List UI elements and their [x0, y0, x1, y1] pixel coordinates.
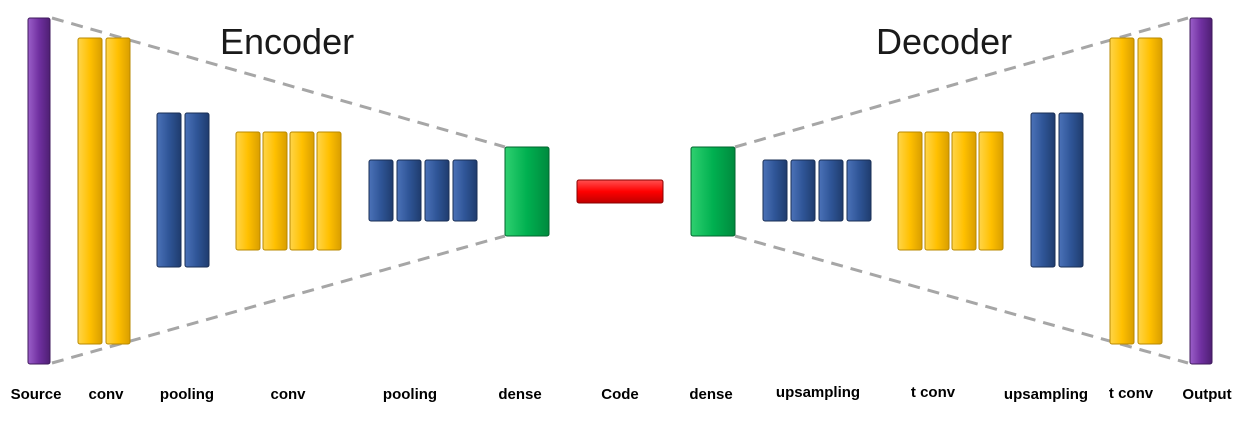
- label-upsampling-2: upsampling: [1004, 386, 1088, 403]
- decoder-title: Decoder: [876, 21, 1012, 62]
- label-code: Code: [601, 386, 639, 403]
- tconv-block-1: [897, 131, 1004, 251]
- conv-bar: [289, 131, 315, 251]
- pooling-block-1: [156, 112, 210, 268]
- upsampling-block-1: [762, 159, 872, 222]
- tconv-bar: [1109, 37, 1135, 345]
- conv-bar: [316, 131, 342, 251]
- upsampling-bar: [1058, 112, 1084, 268]
- dense-block-2: [690, 146, 736, 237]
- label-upsampling-1: upsampling: [776, 384, 860, 401]
- tconv-block-2: [1109, 37, 1163, 345]
- dense-block-1: [504, 146, 550, 237]
- tconv-bar: [924, 131, 950, 251]
- pooling-bar: [156, 112, 182, 268]
- upsampling-bar: [818, 159, 844, 222]
- upsampling-bar: [1030, 112, 1056, 268]
- label-tconv-1: t conv: [911, 384, 956, 401]
- tconv-bar: [897, 131, 923, 251]
- upsampling-block-2: [1030, 112, 1084, 268]
- conv-bar: [105, 37, 131, 345]
- pooling-bar: [368, 159, 394, 222]
- upsampling-bar: [790, 159, 816, 222]
- label-conv-2: conv: [270, 386, 306, 403]
- label-dense-1: dense: [498, 386, 541, 403]
- label-output: Output: [1182, 386, 1231, 403]
- label-tconv-2: t conv: [1109, 385, 1154, 402]
- label-pooling-1: pooling: [160, 386, 214, 403]
- conv-bar: [77, 37, 103, 345]
- tconv-bar: [978, 131, 1004, 251]
- upsampling-bar: [846, 159, 872, 222]
- label-conv-1: conv: [88, 386, 124, 403]
- encoder-title: Encoder: [220, 21, 354, 62]
- conv-block-2: [235, 131, 342, 251]
- pooling-bar: [396, 159, 422, 222]
- conv-bar: [235, 131, 261, 251]
- code-block: [576, 179, 664, 204]
- label-pooling-2: pooling: [383, 386, 437, 403]
- upsampling-bar: [762, 159, 788, 222]
- label-source: Source: [11, 386, 62, 403]
- tconv-bar: [951, 131, 977, 251]
- tconv-bar: [1137, 37, 1163, 345]
- source-layer: [27, 17, 51, 365]
- output-layer: [1189, 17, 1213, 365]
- pooling-block-2: [368, 159, 478, 222]
- pooling-bar: [184, 112, 210, 268]
- pooling-bar: [424, 159, 450, 222]
- conv-block-1: [77, 37, 131, 345]
- pooling-bar: [452, 159, 478, 222]
- conv-bar: [262, 131, 288, 251]
- label-dense-2: dense: [689, 386, 732, 403]
